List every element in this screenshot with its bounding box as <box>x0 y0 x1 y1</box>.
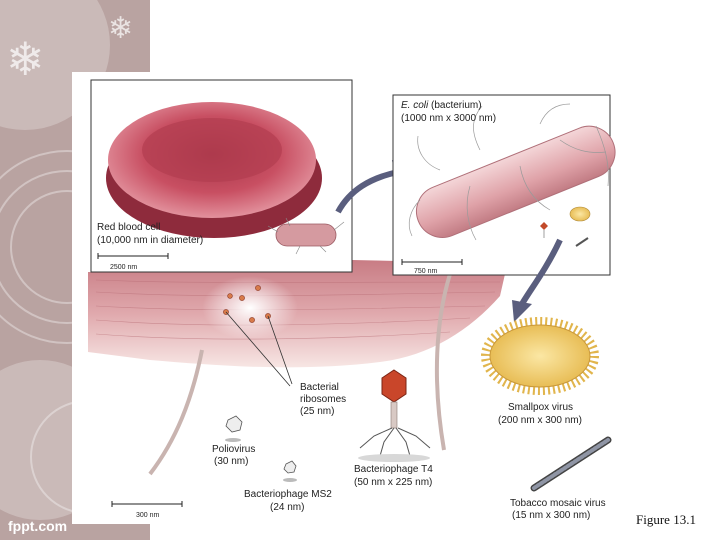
poliovirus-label-1: Poliovirus <box>212 444 255 455</box>
rbc-label-line2: (10,000 nm in diameter) <box>97 235 203 246</box>
ecoli-panel-tmv <box>575 237 589 247</box>
flagellum-strand <box>434 273 452 451</box>
smallpox-virus <box>481 317 599 395</box>
snowflake-icon: ❄ <box>108 12 134 45</box>
ecoli-flagella <box>408 103 609 241</box>
poliovirus-label-2: (30 nm) <box>214 456 248 467</box>
flagellum-strand <box>148 349 204 476</box>
smallpox-label-1: Smallpox virus <box>508 402 573 413</box>
tmv-label-2: (15 nm x 300 nm) <box>512 510 590 521</box>
ecoli-scale-label: 750 nm <box>414 268 438 275</box>
ribosome-highlight <box>202 276 298 340</box>
t4-label-2: (50 nm x 225 nm) <box>354 477 432 488</box>
bacteriophage-ms2 <box>283 460 297 482</box>
t4-label-1: Bacteriophage T4 <box>354 464 433 475</box>
ecoli-panel-smallpox <box>569 206 591 222</box>
rbc-concavity <box>142 118 282 182</box>
ribosomes-label-1: Bacterial <box>300 382 339 393</box>
figure-caption: Figure 13.1 <box>636 512 696 527</box>
zoom-arrow <box>519 238 563 306</box>
mini-ecoli <box>275 223 337 247</box>
zoom-arrow <box>335 169 399 214</box>
figure-illustration: Red blood cell (10,000 nm in diameter) 2… <box>88 79 616 521</box>
bacteriophage-t4 <box>358 369 431 462</box>
ecoli-label-line2: (1000 nm x 3000 nm) <box>401 113 496 124</box>
rbc-scale-label: 2500 nm <box>110 264 137 271</box>
ecoli-panel-t4 <box>540 222 548 238</box>
snowflake-icon: ❄ <box>6 33 45 85</box>
mini-ecoli-flagella <box>267 217 345 255</box>
ecoli-label-line1: E. coli (bacterium) <box>401 100 482 111</box>
ribosome-pointer <box>225 311 293 387</box>
ribosomes-label-3: (25 nm) <box>300 406 334 417</box>
ribosomes-label-2: ribosomes <box>300 394 346 405</box>
rbc-label-line1: Red blood cell <box>97 222 160 233</box>
ms2-label-2: (24 nm) <box>270 502 304 513</box>
smallpox-label-2: (200 nm x 300 nm) <box>498 415 582 426</box>
ms2-label-1: Bacteriophage MS2 <box>244 489 332 500</box>
scale-figure: Red blood cell (10,000 nm in diameter) 2… <box>72 72 620 524</box>
poliovirus <box>225 415 243 442</box>
tmv-label-1: Tobacco mosaic virus <box>510 498 606 509</box>
tobacco-mosaic-virus <box>530 436 612 492</box>
ecoli-bacterium <box>416 125 616 238</box>
zoom-arrow-head <box>512 300 532 322</box>
bottom-scale-label: 300 nm <box>136 512 160 519</box>
watermark: fppt.com <box>8 518 68 534</box>
